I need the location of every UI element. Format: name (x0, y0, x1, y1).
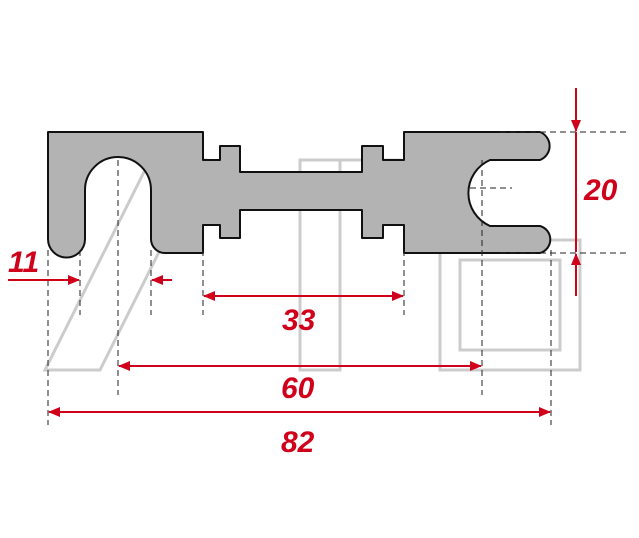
dimension-label-60: 60 (281, 372, 315, 405)
extension-lines (47, 131, 630, 425)
dimension-height: 20 (571, 88, 618, 296)
dimension-inner-span: 33 (203, 291, 404, 337)
dimension-label-11: 11 (8, 246, 39, 279)
dimension-hole-center-span: 60 (118, 361, 482, 405)
dimension-label-33: 33 (282, 304, 316, 337)
dimension-label-20: 20 (583, 174, 618, 207)
dimension-overall-length: 82 (48, 407, 551, 459)
dimension-label-82: 82 (281, 426, 315, 459)
dimension-slot-width: 11 (8, 246, 172, 285)
fuse-blade-shape (47, 131, 552, 259)
